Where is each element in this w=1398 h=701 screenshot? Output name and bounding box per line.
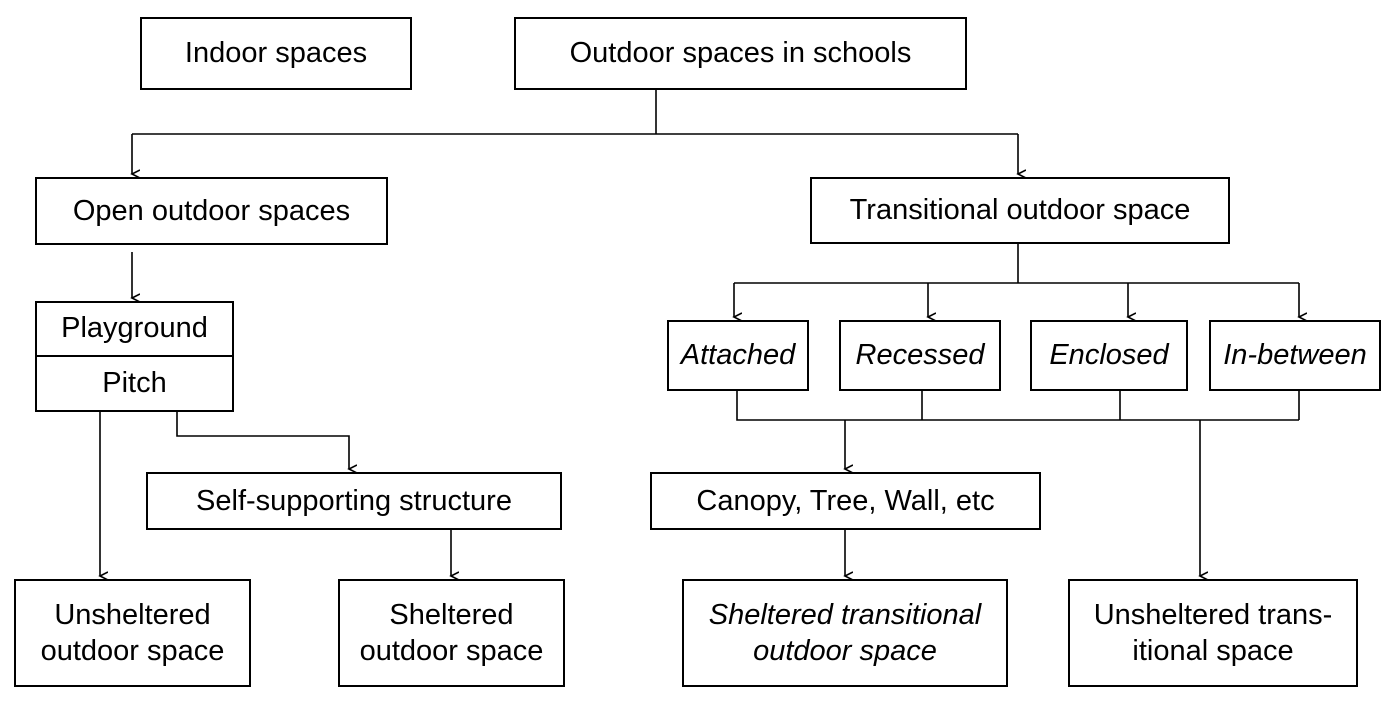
unsheltered-transitional-line1: Unsheltered trans- [1093,598,1333,631]
unsheltered-outdoor-line1: Unsheltered [54,598,211,631]
enclosed-box: Enclosed [1030,320,1188,391]
sheltered-outdoor-box: Sheltered outdoor space [338,579,565,687]
unsheltered-outdoor-box: Unsheltered outdoor space [14,579,251,687]
open-outdoor-box: Open outdoor spaces [35,177,388,245]
attached-box: Attached [667,320,809,391]
transitional-outdoor-box: Transitional outdoor space [810,177,1230,244]
elements-label: Canopy, Tree, Wall, etc [696,484,995,517]
connector-types-bottom [736,391,1299,421]
unsheltered-transitional-box: Unsheltered trans- itional space [1068,579,1358,687]
sheltered-transitional-line2: outdoor space [753,635,937,667]
attached-label: Attached [680,339,796,372]
inbetween-label: In-between [1223,339,1367,372]
playground-pitch-box: Playground Pitch [35,301,234,412]
sheltered-outdoor-line2: outdoor space [359,635,544,667]
unsheltered-transitional-line2: itional space [1132,635,1294,667]
indoor-spaces-box: Indoor spaces [140,17,412,90]
sheltered-transitional-box: Sheltered transitional outdoor space [682,579,1008,687]
inbetween-box: In-between [1209,320,1381,391]
unsheltered-outdoor-line2: outdoor space [40,635,225,667]
enclosed-label: Enclosed [1049,339,1169,372]
arrow-to-self-supporting [176,412,349,469]
sheltered-transitional-line1: Sheltered transitional [708,598,982,631]
indoor-spaces-label: Indoor spaces [184,37,368,70]
recessed-box: Recessed [839,320,1001,391]
sheltered-outdoor-line1: Sheltered [389,598,514,631]
outdoor-spaces-label: Outdoor spaces in schools [569,37,912,70]
transitional-outdoor-label: Transitional outdoor space [849,194,1191,227]
elements-box: Canopy, Tree, Wall, etc [650,472,1041,530]
pitch-label: Pitch [102,366,167,399]
self-supporting-box: Self-supporting structure [146,472,562,530]
outdoor-spaces-box: Outdoor spaces in schools [514,17,967,90]
self-supporting-label: Self-supporting structure [196,484,512,517]
recessed-label: Recessed [855,339,985,372]
playground-label: Playground [37,303,232,357]
open-outdoor-label: Open outdoor spaces [72,194,351,227]
